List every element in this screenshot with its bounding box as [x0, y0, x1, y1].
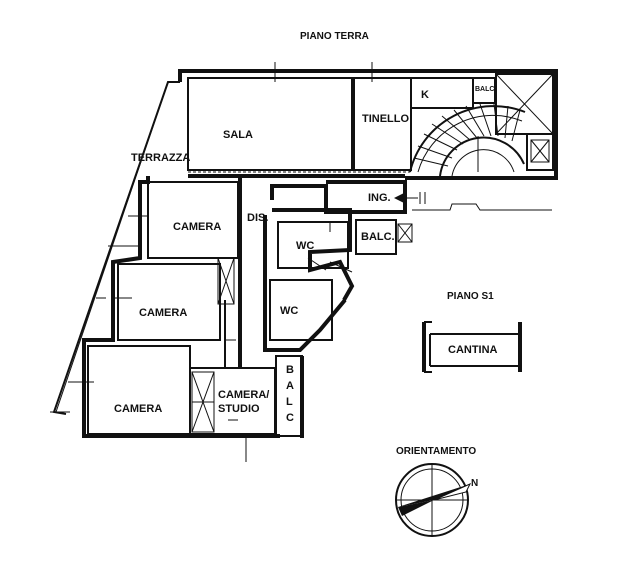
room-label-camera-studio-2: STUDIO	[218, 403, 260, 415]
room-label-dis: DIS.	[247, 212, 268, 224]
room-label-camera-2: CAMERA	[139, 307, 187, 319]
room-label-balc-v-l: L	[286, 396, 293, 408]
basement-title: PIANO S1	[447, 291, 494, 302]
compass-icon	[395, 463, 472, 537]
room-label-camera-1: CAMERA	[173, 221, 221, 233]
room-label-terrace: TERRAZZA	[131, 152, 190, 164]
room-label-tinello: TINELLO	[362, 113, 409, 125]
room-label-sala: SALA	[223, 129, 253, 141]
dimension-ticks	[50, 62, 373, 462]
room-label-wc-2: WC	[280, 305, 298, 317]
ground-floor-walls	[52, 69, 558, 438]
room-label-balc-small: BALC	[475, 86, 494, 93]
room-label-cantina: CANTINA	[448, 344, 498, 356]
cantina-plan	[422, 321, 522, 373]
room-label-camera-studio-1: CAMERA/	[218, 389, 269, 401]
compass-north-label: N	[471, 478, 478, 489]
room-label-kitchen: K	[421, 89, 429, 101]
room-label-balc-v-c: C	[286, 412, 294, 424]
entrance-arrow	[394, 192, 426, 204]
orientation-title: ORIENTAMENTO	[396, 446, 476, 457]
room-label-camera-3: CAMERA	[114, 403, 162, 415]
room-label-entrance: ING.	[368, 192, 391, 204]
room-label-balc-entrance: BALC.	[361, 231, 395, 243]
spiral-staircase	[409, 103, 526, 177]
room-label-balc-v-a: A	[286, 380, 294, 392]
ground-floor-title: PIANO TERRA	[300, 31, 369, 42]
room-label-balc-v-b: B	[286, 364, 294, 376]
room-label-wc-1: WC	[296, 240, 314, 252]
